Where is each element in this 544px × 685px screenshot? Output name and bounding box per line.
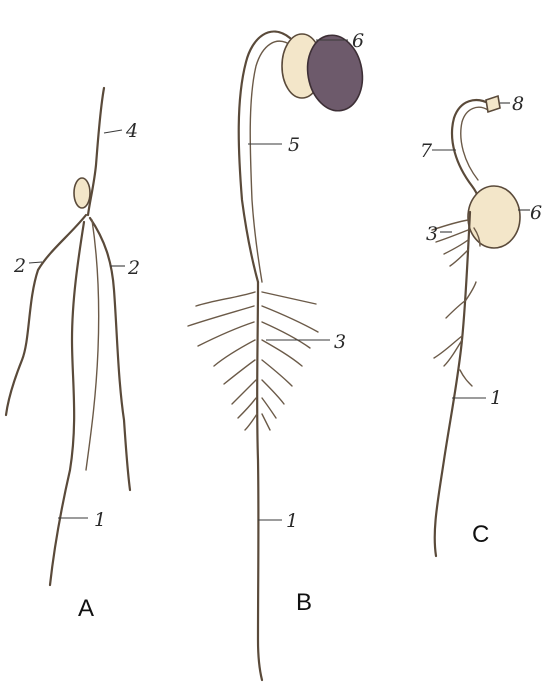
seedling-c-callout-6: 6 [530, 202, 542, 224]
seedling-a-callout-2-right: 2 [127, 257, 140, 279]
seedling-a-main-root [50, 222, 84, 585]
seedling-c-lateral-roots [432, 220, 480, 386]
seedling-c-callout-1: 1 [490, 387, 502, 409]
seedling-b-callout-1: 1 [286, 510, 298, 532]
seedling-b-lateral-roots [188, 292, 318, 430]
seedling-c-plumule [486, 96, 500, 112]
seedling-c-callout-8: 8 [512, 93, 524, 115]
seedling-a-side-root [86, 220, 99, 470]
seedling-c-label: C [472, 521, 489, 548]
seedling-c-callout-7: 7 [420, 140, 433, 162]
seedling-a: 4 2 2 1 A [6, 88, 140, 622]
seedling-b-callout-6: 6 [352, 30, 364, 52]
seedling-a-leader-4 [104, 130, 122, 133]
seedling-a-leader-2-left [29, 262, 42, 263]
seedling-a-callout-2-left: 2 [13, 255, 26, 277]
seedling-c-epicotyl-inner [461, 107, 488, 180]
seedling-a-callout-1: 1 [94, 509, 106, 531]
seedling-b-callout-5: 5 [288, 134, 300, 156]
seedling-c-cotyledon [468, 186, 520, 248]
seedling-b-callout-3: 3 [334, 331, 346, 353]
seedling-b: 6 5 3 1 B [188, 30, 368, 680]
seedling-a-label: A [78, 595, 94, 622]
seedling-c-callout-3: 3 [426, 223, 438, 245]
seedling-b-label: B [296, 589, 312, 616]
seedling-a-seed [74, 178, 90, 208]
seedling-a-callout-4: 4 [125, 120, 138, 142]
seedling-c: 8 7 6 3 1 C [420, 93, 542, 556]
seedling-b-taproot [257, 282, 262, 680]
